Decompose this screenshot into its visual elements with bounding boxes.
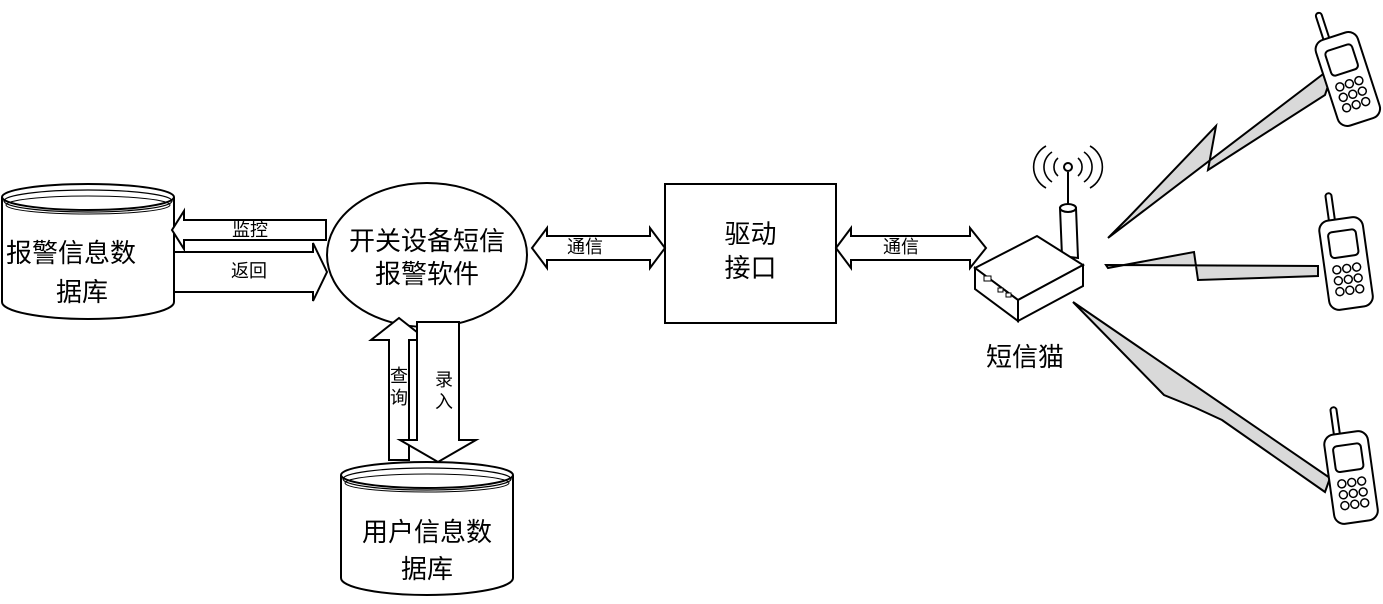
input-arrow: [396, 321, 480, 464]
query-edge-label: 查 询: [389, 366, 409, 410]
user-db-label-line2: 据库: [400, 555, 453, 585]
comm-right-edge-label: 通信: [883, 237, 919, 258]
monitor-edge-label: 监控: [232, 220, 268, 241]
sms-modem-device: [973, 203, 1085, 323]
driver-label-line2: 接口: [724, 254, 777, 284]
input-char-2: 入: [435, 392, 453, 413]
query-char-1: 查: [390, 366, 408, 387]
input-char-1: 录: [435, 370, 453, 391]
user-db-label-line1: 用户信息数: [361, 518, 492, 548]
query-char-2: 询: [390, 388, 408, 409]
software-label-line1: 开关设备短信: [348, 227, 505, 257]
user-db-cylinder: [340, 461, 514, 596]
input-edge-label: 录 入: [434, 370, 454, 414]
comm-left-arrow: [530, 225, 667, 271]
modem-label: 短信猫: [986, 343, 1065, 373]
monitor-arrow: [170, 207, 327, 253]
alarm-db-label-line2: 据库: [56, 278, 109, 308]
mobile-phone-middle: [1318, 192, 1374, 311]
comm-right-arrow: [834, 225, 988, 271]
driver-label-line1: 驱动: [724, 220, 777, 250]
return-edge-label: 返回: [231, 261, 267, 282]
return-arrow: [173, 242, 329, 302]
driver-box: [664, 183, 837, 324]
mobile-phone-bottom: [1323, 406, 1379, 525]
lightning-bolt-middle: [1104, 250, 1319, 282]
mobile-phone-top: [1314, 11, 1382, 127]
alarm-db-label-line1: 报警信息数: [6, 239, 137, 269]
alarm-db-cylinder: [0, 183, 175, 320]
lightning-bolt-bottom: [1072, 301, 1332, 494]
comm-left-edge-label: 通信: [567, 237, 603, 258]
software-label-line2: 报警软件: [374, 260, 479, 290]
signal-waves: [1032, 145, 1104, 189]
lightning-bolt-top: [1107, 62, 1337, 239]
